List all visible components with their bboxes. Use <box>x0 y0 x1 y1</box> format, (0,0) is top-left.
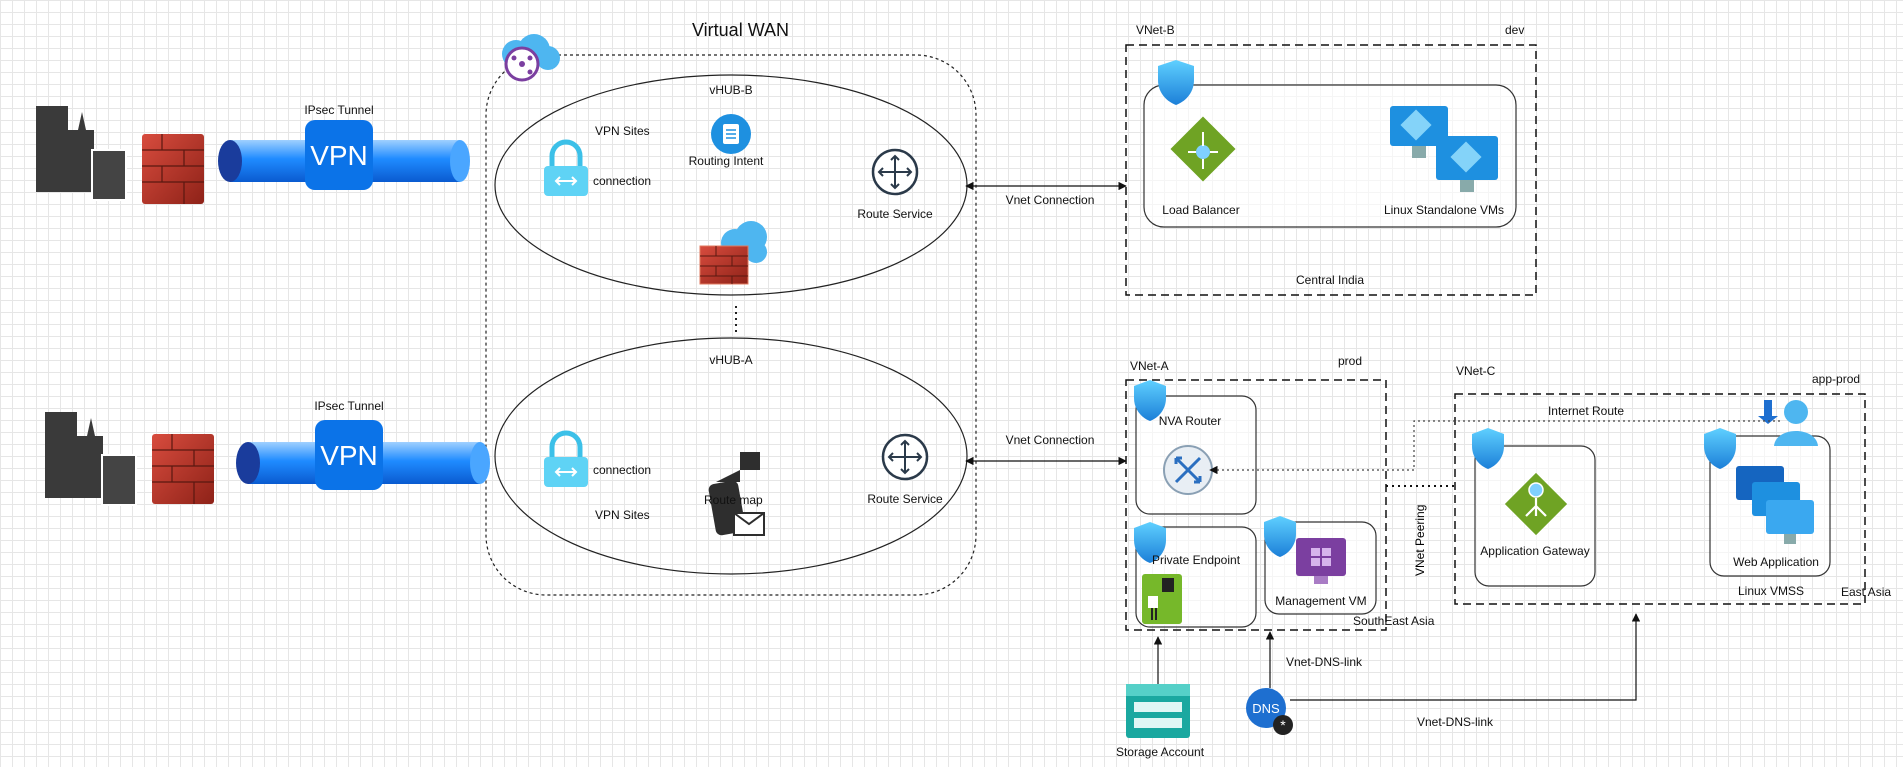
nva-router-icon <box>1163 445 1213 495</box>
vpn-gateway-icon-hub-b <box>544 139 588 196</box>
dns-to-vnet-c-arrow <box>1290 613 1641 701</box>
svg-text:DNS: DNS <box>1252 701 1280 716</box>
vnet-b-tag: dev <box>1505 23 1525 37</box>
vhub-a-vpn-sites-label: VPN Sites <box>595 508 650 522</box>
private-endpoint-icon <box>1142 574 1182 624</box>
vhub-b-label: vHUB-B <box>709 83 753 97</box>
vhub-b-connection-label: connection <box>593 174 652 188</box>
routing-intent-icon <box>711 114 751 154</box>
vpn-text-top: VPN <box>310 140 368 171</box>
internet-route-label: Internet Route <box>1547 404 1625 418</box>
vnet-peering-label: VNet Peering <box>1413 504 1427 576</box>
management-vm-icon <box>1296 538 1346 584</box>
vnet-a-name: VNet-A <box>1130 359 1169 373</box>
vpn-gateway-icon-hub-a <box>544 430 588 487</box>
private-dns-icon: DNS * <box>1246 688 1293 735</box>
web-application-label: Web Application <box>1733 555 1819 569</box>
linux-vmss-label: Linux VMSS <box>1737 584 1805 598</box>
dns-link-2-label: Vnet-DNS-link <box>1417 715 1494 729</box>
building-icon-bottom <box>45 412 137 506</box>
firewall-icon-bottom <box>152 434 214 504</box>
vnet-connection-a-label: Vnet Connection <box>1005 433 1095 447</box>
route-map-icon <box>708 452 765 536</box>
vnet-c-name: VNet-C <box>1456 364 1496 378</box>
load-balancer-label: Load Balancer <box>1162 203 1240 217</box>
linux-vms-label: Linux Standalone VMs <box>1383 203 1505 217</box>
dns-link-1-label: Vnet-DNS-link <box>1286 655 1363 669</box>
nsg-shield-icon-nva <box>1134 380 1166 421</box>
virtual-wan-title: Virtual WAN <box>692 20 790 40</box>
load-balancer-icon <box>1170 116 1236 182</box>
vnet-c-tag: app-prod <box>1812 372 1861 386</box>
application-gateway-label: Application Gateway <box>1480 544 1590 558</box>
nsg-shield-icon-mgmt <box>1264 516 1296 557</box>
internet-route-arrow <box>1209 420 1780 475</box>
linux-vm-icon <box>1390 106 1498 192</box>
nsg-shield-icon-pe <box>1134 522 1166 563</box>
virtual-wan-boundary <box>485 54 977 596</box>
vnet-c-boundary <box>1454 393 1866 605</box>
storage-account-icon <box>1126 684 1190 738</box>
vnet-b-region: Central India <box>1295 273 1365 287</box>
route-service-icon-hub-b <box>871 148 919 196</box>
vpn-text-bottom: VPN <box>320 440 378 471</box>
vhub-a-route-service-label: Route Service <box>867 492 943 506</box>
firewall-cloud-icon-hub-b <box>699 221 767 285</box>
vhub-b-vpn-sites-label: VPN Sites <box>595 124 650 138</box>
private-endpoint-label: Private Endpoint <box>1151 553 1241 567</box>
routing-intent-label: Routing Intent <box>688 154 764 168</box>
building-icon-top <box>36 106 127 201</box>
vnet-a-boundary <box>1125 379 1387 631</box>
web-application-vmss-icon <box>1736 466 1814 544</box>
management-vm-label: Management VM <box>1275 594 1367 608</box>
vnet-a-region: SouthEast Asia <box>1353 614 1435 628</box>
vnet-b-boundary <box>1125 44 1537 296</box>
vhub-b-route-service-label: Route Service <box>857 207 933 221</box>
route-service-icon-hub-a <box>881 433 929 481</box>
vnet-c-region: East Asia <box>1841 585 1892 599</box>
firewall-icon-top <box>142 134 204 204</box>
vhub-a-connection-label: connection <box>593 463 652 477</box>
vpn-tunnel-top: VPN <box>218 120 470 190</box>
svg-text:*: * <box>1280 717 1286 733</box>
vnet-b-name: VNet-B <box>1136 23 1175 37</box>
vhub-a-ellipse <box>494 337 968 575</box>
storage-account-label: Storage Account <box>1115 745 1205 759</box>
nsg-shield-icon-webapp <box>1704 428 1736 469</box>
vhub-a-label: vHUB-A <box>709 353 753 367</box>
user-icon <box>1758 400 1818 446</box>
ipsec-tunnel-top-label: IPsec Tunnel <box>304 103 374 117</box>
vpn-tunnel-bottom: VPN <box>236 420 490 490</box>
route-map-label: Route map <box>704 493 763 507</box>
nsg-shield-icon-vnet-b <box>1158 60 1194 105</box>
nsg-shield-icon-appgw <box>1472 428 1504 469</box>
vnet-a-tag: prod <box>1338 354 1363 368</box>
vnet-connection-b-label: Vnet Connection <box>1005 193 1095 207</box>
nva-router-label: NVA Router <box>1158 414 1222 428</box>
virtual-wan-icon <box>502 34 560 82</box>
ipsec-tunnel-bottom-label: IPsec Tunnel <box>314 399 384 413</box>
